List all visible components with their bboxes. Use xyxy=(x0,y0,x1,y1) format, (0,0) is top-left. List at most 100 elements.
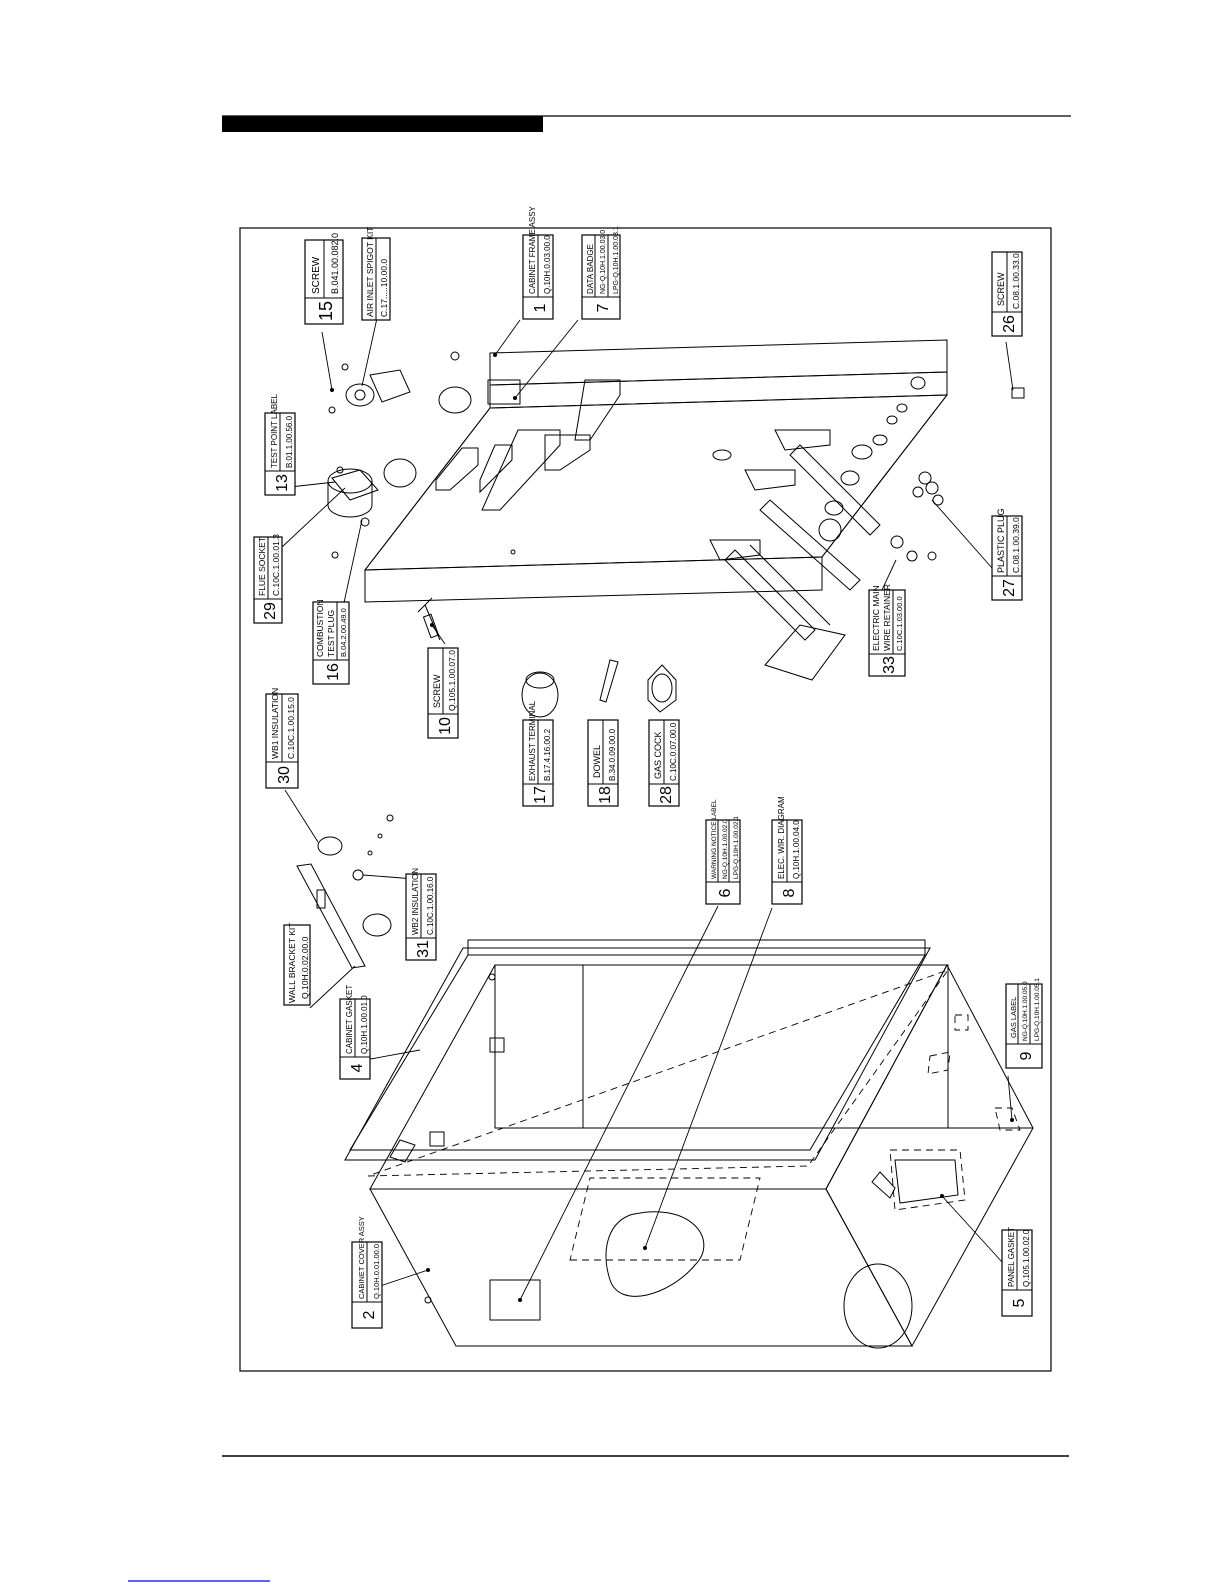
callout-27: 27 PLASTIC PLUG C.08.1.00.39.0 xyxy=(991,508,1023,601)
callout-15-number: 15 xyxy=(316,301,336,321)
callout-18-number: 18 xyxy=(597,786,614,804)
callout-8-code: Q.10H.1.00.04.0 xyxy=(792,820,801,879)
callout-9-name: GAS LABEL xyxy=(1009,997,1018,1038)
callout-29-name: FLUE SOCKET xyxy=(257,537,267,596)
callout-16-number: 16 xyxy=(325,663,342,681)
callout-13: 13 TEST POINT LABEL B.01.1.00.56.0 xyxy=(264,393,296,496)
callout-17-code: B.17.4.16.00.2 xyxy=(543,728,552,781)
callout-air-inlet-code: C.17.....10.00.0 xyxy=(379,259,389,317)
callout-29-code: C.10C.1.00.01.3 xyxy=(271,534,281,596)
callout-air-inlet: AIR INLET SPIGOT KIT C.17.....10.00.0 xyxy=(361,227,391,321)
callout-33-name2: WIRE RETAINER xyxy=(882,584,892,651)
callout-28-name: GAS COCK xyxy=(653,731,663,779)
callout-17: 17 EXHAUST TERMINAL B.17.4.16.00.2 xyxy=(522,700,554,807)
callout-8-name: ELEC. WIR. DIAGRAM xyxy=(777,796,786,879)
callout-33-number: 33 xyxy=(881,656,898,674)
callout-6-name: WARNING NOTICE LABEL xyxy=(711,799,718,879)
callout-31-number: 31 xyxy=(415,940,432,958)
callout-16-name: COMBUSTION xyxy=(315,599,325,657)
callout-26-number: 26 xyxy=(1001,315,1018,333)
callout-4-name: CABINET GASKET xyxy=(345,985,354,1054)
callout-9: 9 GAS LABEL NG-Q.10H.1.00.05.0 LPG-Q.10H… xyxy=(1005,978,1043,1069)
callout-6-code2: LPG-Q.10H.1.00.02.1 xyxy=(733,816,740,879)
callout-1: 1 CABINET FRAME ASSY Q.10H.0.03.00.0 xyxy=(522,205,554,320)
callout-5-name: PANEL GASKET xyxy=(1007,1227,1016,1287)
callout-7: 7 DATA BADGE NG-Q.10H.1.00.03.0 LPG-Q.10… xyxy=(581,226,621,320)
callout-33-name: ELECTRIC MAIN xyxy=(871,585,881,651)
callout-2-code: Q.10H.0.01.00.0 xyxy=(372,1244,381,1299)
callout-26-code: C.08.1.00.33.0 xyxy=(1011,253,1021,309)
callout-2: 2 CABINET COVER ASSY Q.10H.0.01.00.0 xyxy=(351,1216,383,1329)
callout-5: 5 PANEL GASKET Q.105.1.00.02.0 xyxy=(1001,1227,1033,1317)
callout-6: 6 WARNING NOTICE LABEL NG-Q.10H.1.00.02.… xyxy=(705,799,741,905)
callout-17-name: EXHAUST TERMINAL xyxy=(528,700,537,781)
callout-2-name: CABINET COVER ASSY xyxy=(357,1216,366,1299)
callout-28: 28 GAS COCK C.10C.0.07.00.0 xyxy=(648,719,680,807)
callout-33: 33 ELECTRIC MAIN WIRE RETAINER C.10C.1.0… xyxy=(868,584,906,677)
cabinet-frame-assembly xyxy=(331,339,949,681)
callout-31-name: WB2 INSULATION xyxy=(411,868,420,935)
callout-16-code: B.04.2.00.49.0 xyxy=(339,608,348,657)
callout-27-number: 27 xyxy=(1001,579,1018,597)
callout-wall-bracket-code: Q.10H.0.02.00.0 xyxy=(300,936,310,999)
callout-9-code: NG-Q.10H.1.00.05.0 xyxy=(1022,981,1029,1041)
callout-30-name: WB1 INSULATION xyxy=(270,688,280,759)
callout-16: 16 COMBUSTION TEST PLUG B.04.2.00.49.0 xyxy=(312,599,350,685)
callout-28-number: 28 xyxy=(658,786,675,804)
callout-10-number: 10 xyxy=(437,717,454,735)
callout-6-code: NG-Q.10H.1.00.02.0 xyxy=(722,819,729,879)
callout-26-name: SCREW xyxy=(996,272,1006,306)
callout-8-number: 8 xyxy=(781,888,798,897)
callout-wall-bracket: WALL BRACKET KIT Q.10H.0.02.00.0 xyxy=(283,923,311,1006)
callout-1-name: CABINET FRAME ASSY xyxy=(528,205,537,294)
callout-18: 18 DOWEL B.34.0.09.00.0 xyxy=(587,719,619,807)
header-bar xyxy=(222,116,543,132)
callout-9-code2: LPG-Q.10H.1.00.05.1 xyxy=(1034,978,1041,1041)
callout-7-number: 7 xyxy=(595,303,612,312)
flue-socket-parts xyxy=(327,466,379,527)
callout-7-code: NG-Q.10H.1.00.03.0 xyxy=(600,230,607,294)
callout-wall-bracket-name: WALL BRACKET KIT xyxy=(287,923,297,1003)
callout-18-code: B.34.0.09.00.0 xyxy=(608,728,617,781)
drawing-frame xyxy=(239,227,1052,1372)
callout-33-code: C.10C.1.03.00.0 xyxy=(895,596,904,651)
callout-18-name: DOWEL xyxy=(592,745,602,778)
callout-4-number: 4 xyxy=(349,1063,366,1072)
callout-7-name: DATA BADGE xyxy=(586,244,595,294)
callout-13-name: TEST POINT LABEL xyxy=(270,393,279,468)
callout-30-number: 30 xyxy=(276,766,293,784)
callout-16-name2: TEST PLUG xyxy=(326,610,336,657)
callout-17-number: 17 xyxy=(532,786,549,804)
callout-10-name: SCREW xyxy=(432,674,442,708)
callout-2-number: 2 xyxy=(361,1310,378,1319)
callout-30: 30 WB1 INSULATION C.10C.1.00.15.0 xyxy=(265,688,299,789)
callout-31-code: C.10C.1.00.16.0 xyxy=(426,876,435,935)
callout-13-code: B.01.1.00.56.0 xyxy=(285,415,294,468)
callout-8: 8 ELEC. WIR. DIAGRAM Q.10H.1.00.04.0 xyxy=(771,796,803,905)
callout-air-inlet-name: AIR INLET SPIGOT KIT xyxy=(365,227,375,317)
callout-10-code: Q.105.1.00.07.0 xyxy=(447,650,457,711)
callout-29: 29 FLUE SOCKET C.10C.1.00.01.3 xyxy=(253,534,283,624)
callout-5-number: 5 xyxy=(1011,1298,1028,1307)
callout-15: 15 SCREW B.041.00.082.0 xyxy=(304,233,344,325)
callout-1-code: Q.10H.0.03.00.0 xyxy=(543,235,552,294)
callout-4: 4 CABINET GASKET Q.10H.1.00.01.0 xyxy=(339,985,371,1080)
callout-6-number: 6 xyxy=(717,888,734,897)
callout-1-number: 1 xyxy=(532,303,549,312)
callout-30-code: C.10C.1.00.15.0 xyxy=(286,697,296,759)
callout-15-code: B.041.00.082.0 xyxy=(330,233,340,294)
callout-10: 10 SCREW Q.105.1.00.07.0 xyxy=(427,647,459,739)
air-inlet-spigot-parts xyxy=(328,363,411,414)
callout-26: 26 SCREW C.08.1.00.33.0 xyxy=(991,251,1023,337)
callout-29-number: 29 xyxy=(262,602,279,620)
callout-27-name: PLASTIC PLUG xyxy=(996,508,1006,573)
callout-28-code: C.10C.0.07.00.0 xyxy=(669,722,678,781)
callout-5-code: Q.105.1.00.02.0 xyxy=(1022,1229,1031,1287)
callout-31: 31 WB2 INSULATION C.10C.1.00.16.0 xyxy=(405,868,437,961)
callout-4-code: Q.10H.1.00.01.0 xyxy=(360,995,369,1054)
callout-15-name: SCREW xyxy=(311,256,322,294)
callout-27-code: C.08.1.00.39.0 xyxy=(1011,517,1021,573)
callout-9-number: 9 xyxy=(1018,1051,1035,1060)
callout-13-number: 13 xyxy=(274,474,291,492)
